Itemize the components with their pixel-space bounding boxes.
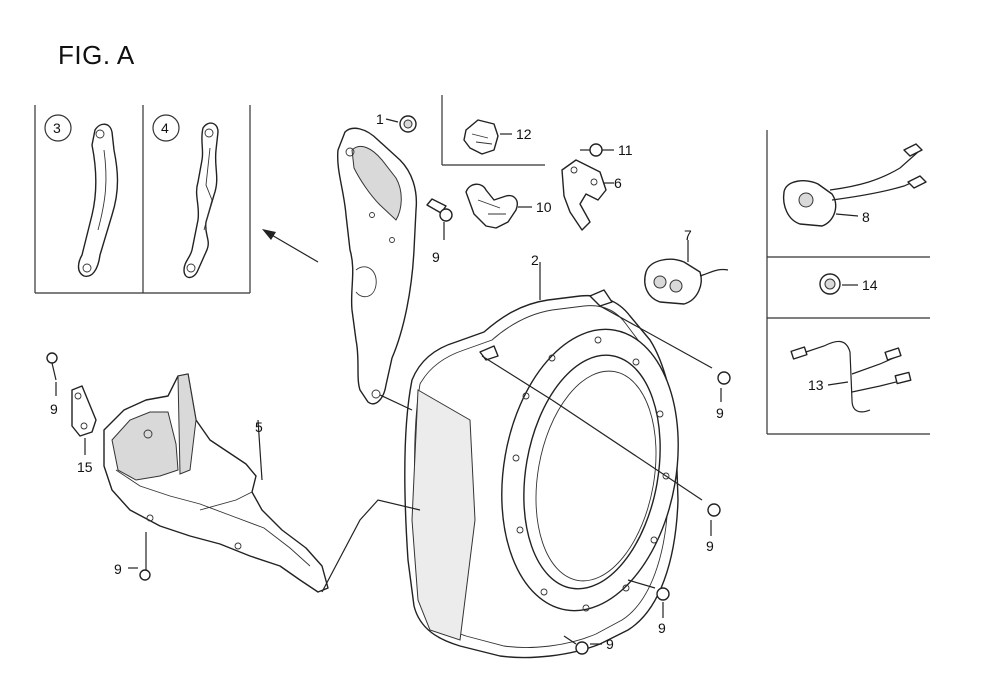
callout-circle-3: [44, 114, 72, 142]
inset-frame-13: [441, 95, 545, 166]
part-9-bolt-bottom: [563, 635, 602, 655]
callout-2: 2: [531, 252, 539, 268]
part-1-grommet: [385, 115, 417, 133]
part-7-sensor: [644, 240, 729, 305]
part-2-fan-housing: [404, 262, 679, 659]
callout-labels: 1 2 3 4 5 6 7 8 9 9 9 9 9 9 9 9 10 11 12…: [50, 111, 878, 652]
part-12-screw: [580, 143, 614, 157]
callout-9-left-bottom: 9: [114, 561, 122, 577]
callout-5: 5: [255, 419, 263, 435]
callout-6: 6: [614, 175, 622, 191]
figure-title: FIG. A: [58, 40, 135, 70]
part-14-wire-harness: [790, 340, 912, 413]
part-13-clip: [463, 119, 512, 155]
part-5-lower-shroud: [103, 373, 329, 593]
callout-13: 12: [516, 126, 532, 142]
callout-9-left-top: 9: [50, 401, 58, 417]
callout-9-right-1: 9: [716, 405, 724, 421]
part-9-bolt-left-top: [46, 352, 58, 396]
callout-16: 15: [77, 459, 93, 475]
assembly-line-shroud-2: [379, 394, 413, 411]
callout-3: 3: [53, 120, 61, 136]
callout-9-right-2: 9: [706, 538, 714, 554]
callout-12: 11: [618, 142, 633, 158]
part-4-bracket: [183, 122, 219, 279]
part-9-bolt-mid: [481, 355, 553, 401]
part-8-switch: [782, 143, 927, 227]
part-16-bracket: [71, 385, 97, 455]
part-9-bolt-left-bottom: [128, 532, 151, 581]
ring-bolt-holes: [512, 336, 670, 612]
callout-11: 10: [536, 199, 552, 215]
inset-frame-3-4: [34, 105, 251, 294]
part-9-bolt-right-2: [551, 399, 721, 536]
direction-arrow: [262, 229, 319, 263]
callout-8: 8: [862, 209, 870, 225]
callout-14: 13: [808, 377, 824, 393]
part-shroud-bracket: [336, 127, 418, 405]
callout-9-right-3: 9: [658, 620, 666, 636]
callout-10: 9: [432, 249, 440, 265]
callout-4: 4: [161, 120, 169, 136]
part-15-grommet: [819, 273, 858, 295]
callout-9-bottom: 9: [606, 636, 614, 652]
callout-15: 14: [862, 277, 878, 293]
part-6-bracket: [561, 159, 614, 231]
part-3-bracket: [77, 123, 119, 277]
assembly-line-5-2: [321, 499, 421, 593]
inset-frame-right: [766, 130, 930, 435]
callout-1: 1: [376, 111, 384, 127]
callout-circle-4: [152, 114, 180, 142]
callout-7: 7: [684, 227, 692, 243]
part-9-bolt-right-1: [599, 305, 731, 402]
part-10-screw: [426, 198, 453, 240]
part-9-bolt-right-3: [627, 579, 670, 618]
part-11-clamp: [465, 183, 532, 229]
